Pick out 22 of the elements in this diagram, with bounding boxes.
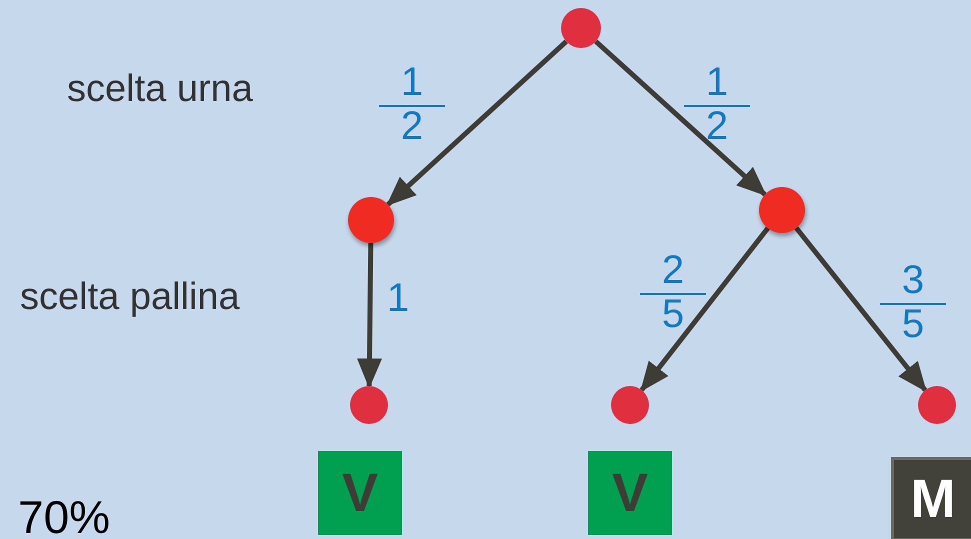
tree-node-dot bbox=[350, 386, 388, 424]
arrow bbox=[386, 40, 568, 206]
tree-node-dot bbox=[759, 187, 805, 233]
arrow bbox=[357, 242, 382, 388]
result-tile: V bbox=[318, 451, 402, 535]
tree-node-dot bbox=[561, 8, 601, 48]
probability-label: 1 bbox=[386, 276, 410, 320]
probability-label: 1 2 bbox=[400, 60, 424, 148]
arrow bbox=[794, 226, 928, 392]
level-label: 70% bbox=[18, 490, 110, 539]
tree-node-dot bbox=[918, 386, 956, 424]
result-tile: M bbox=[891, 457, 971, 539]
probability-label: 1 2 bbox=[704, 60, 730, 148]
probability-label: 3 5 bbox=[900, 258, 926, 346]
result-tile: V bbox=[588, 451, 672, 535]
tree-node-dot bbox=[348, 197, 394, 243]
arrow bbox=[640, 226, 770, 392]
level-label: scelta urna bbox=[67, 68, 253, 111]
arrow bbox=[594, 40, 767, 196]
probability-label: 2 5 bbox=[660, 248, 686, 336]
level-label: scelta pallina bbox=[20, 276, 240, 319]
tree-node-dot bbox=[611, 386, 649, 424]
